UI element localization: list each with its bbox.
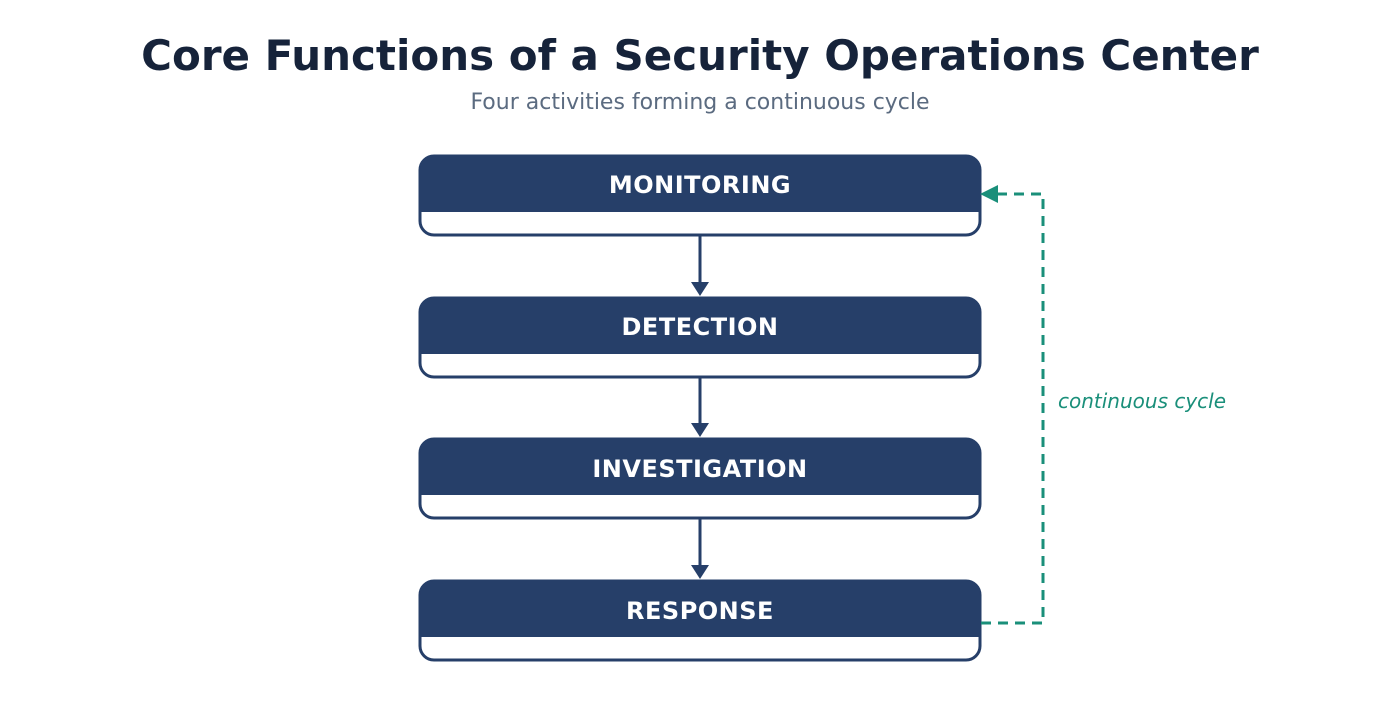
stage-response: RESPONSE xyxy=(418,579,982,662)
stage-label: MONITORING xyxy=(609,171,791,199)
cycle-arrowhead-icon xyxy=(980,185,998,203)
stage-detection: DETECTION xyxy=(418,296,982,379)
arrowhead-icon xyxy=(691,423,709,437)
stage-header-band xyxy=(420,439,980,495)
cycle-loop-arrow xyxy=(980,185,1045,625)
page-title: Core Functions of a Security Operations … xyxy=(141,31,1259,80)
stage-label: RESPONSE xyxy=(626,597,774,625)
stage-investigation: INVESTIGATION xyxy=(418,437,982,520)
stage-label: DETECTION xyxy=(622,313,779,341)
flow-arrow-detection-to-investigation xyxy=(691,378,709,437)
flow-arrow-monitoring-to-detection xyxy=(691,236,709,296)
flow-arrow-investigation-to-response xyxy=(691,519,709,579)
stage-header-band xyxy=(420,581,980,637)
stage-label: INVESTIGATION xyxy=(592,455,807,483)
page-subtitle: Four activities forming a continuous cyc… xyxy=(470,90,930,115)
arrowhead-icon xyxy=(691,565,709,579)
stage-header-band xyxy=(420,298,980,354)
arrowhead-icon xyxy=(691,282,709,296)
stage-monitoring: MONITORING xyxy=(418,154,982,237)
stage-header-band xyxy=(420,156,980,212)
cycle-label: continuous cycle xyxy=(1058,389,1226,413)
